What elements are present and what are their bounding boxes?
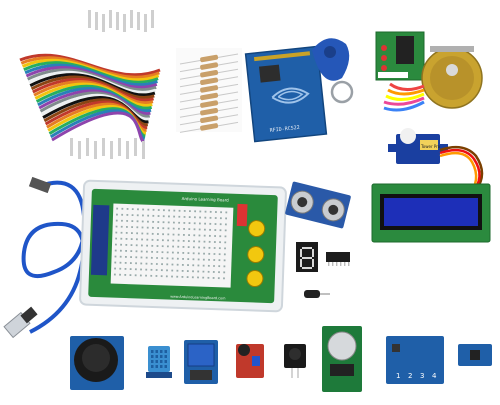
buzzer-icon <box>284 344 306 378</box>
seven-segment-icon <box>296 242 318 272</box>
tilt-sensor-icon <box>304 290 330 298</box>
relay-icon <box>184 340 218 384</box>
key-1: 1 <box>396 372 400 380</box>
keyfob-icon <box>312 38 354 104</box>
key-4: 4 <box>432 372 437 380</box>
sound-sensor-icon <box>236 344 264 378</box>
ic-chip-icon <box>326 252 350 266</box>
rfid-icon: RFID-RC522 <box>244 45 328 143</box>
usb-cable-icon <box>3 176 87 339</box>
touch-keypad-icon: 1 2 3 4 <box>386 336 444 384</box>
board-footer: www.ArduinoLearningBoard.com <box>170 295 226 301</box>
driver-board-icon <box>375 31 425 81</box>
key-2: 2 <box>408 372 412 380</box>
servo-label: Tower Pro <box>420 144 441 149</box>
dht-sensor-icon <box>146 346 172 378</box>
ultrasonic-icon <box>285 181 351 229</box>
servo-icon: Tower Pro <box>388 128 484 197</box>
rfid-label: RFID-RC522 <box>269 125 300 134</box>
key-3: 3 <box>420 372 424 380</box>
rtc-icon <box>322 326 362 392</box>
board-label: Arduino Learning Board <box>182 196 230 203</box>
accelerometer-icon <box>458 344 492 366</box>
resistor-icon <box>176 48 242 133</box>
lcd-icon <box>371 183 491 243</box>
jumper-wires-icon <box>19 10 161 159</box>
joystick-icon <box>70 336 124 390</box>
breadboard-icon: Arduino Learning Board www.ArduinoLearni… <box>79 179 287 313</box>
stepper-motor-icon <box>383 46 483 112</box>
